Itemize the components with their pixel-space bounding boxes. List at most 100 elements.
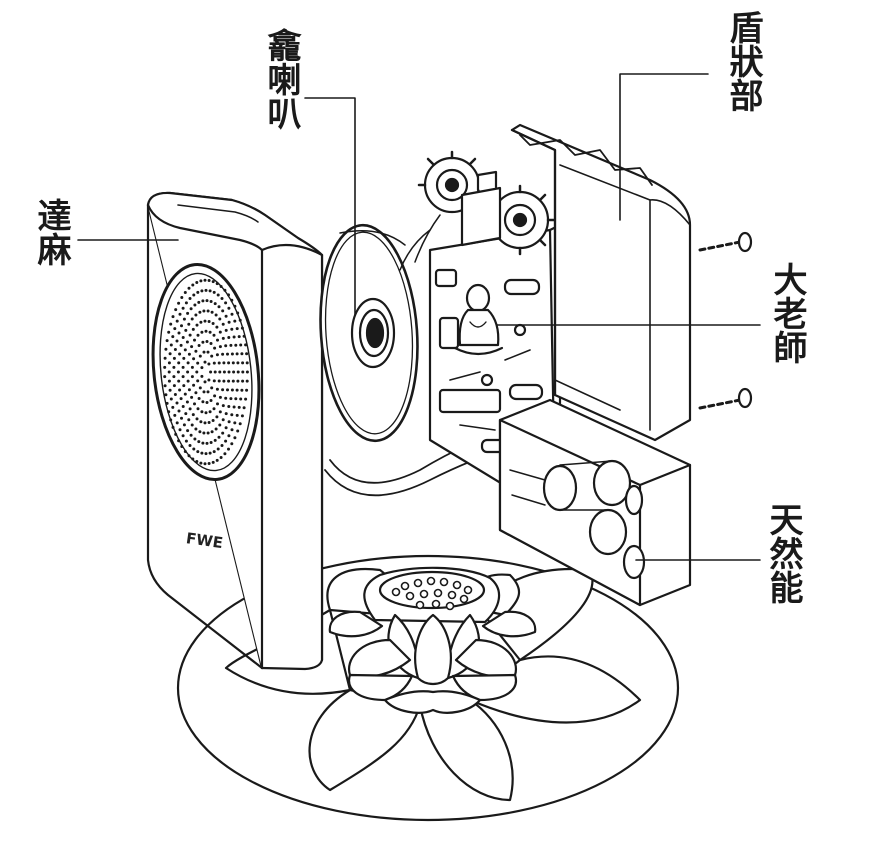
front-cover: FWE (146, 191, 324, 671)
grille-dot (209, 370, 213, 374)
grille-dot (190, 375, 194, 379)
grille-dot (245, 352, 249, 356)
grille-dot (220, 297, 224, 300)
grille-dot (230, 327, 234, 331)
grille-dot (196, 407, 200, 411)
grille-dot (229, 397, 233, 401)
grille-dot (197, 344, 201, 347)
grille-dot (197, 397, 201, 400)
grille-dot (196, 361, 200, 365)
grille-dot (180, 296, 184, 299)
grille-dot (235, 352, 239, 356)
grille-dot (230, 298, 234, 302)
label-shield: 盾狀部 (723, 10, 763, 112)
grille-dot (207, 362, 211, 366)
grille-dot (190, 395, 194, 399)
grille-dot (205, 340, 209, 343)
grille-dot (232, 405, 236, 409)
grille-dot (241, 361, 245, 365)
grille-dot (232, 370, 236, 374)
grille-dot (177, 409, 181, 413)
grille-dot (199, 420, 203, 424)
grille-dot (174, 432, 178, 436)
grille-dot (203, 380, 207, 384)
grille-dot (223, 452, 227, 456)
grille-dot (245, 379, 249, 383)
grille-dot (209, 399, 213, 402)
grille-dot (176, 370, 180, 374)
grille-dot (213, 394, 217, 398)
grille-dot (215, 415, 219, 419)
grille-dot (236, 370, 240, 374)
grille-dot (210, 386, 214, 390)
grille-dot (222, 379, 226, 383)
grille-dot (221, 322, 225, 326)
label-teacher: 大老師 (767, 262, 807, 364)
grille-dot (236, 361, 240, 365)
grille-dot (193, 437, 197, 441)
grille-dot (195, 281, 199, 284)
grille-dot (212, 379, 216, 383)
grille-dot (212, 333, 216, 337)
grille-dot (178, 428, 182, 432)
grille-dot (171, 425, 175, 429)
grille-dot (171, 405, 175, 409)
grille-dot (227, 336, 231, 339)
grille-dot (196, 290, 200, 294)
grille-dot (175, 401, 179, 405)
grille-dot (187, 454, 191, 458)
grille-dot (227, 370, 231, 374)
grille-dot (188, 444, 192, 447)
grille-dot (202, 390, 206, 394)
grille-dot (211, 322, 215, 325)
grille-dot (236, 429, 240, 433)
grille-dot (183, 348, 187, 352)
grille-dot (208, 451, 212, 455)
grille-dot (169, 418, 173, 422)
grille-dot (217, 361, 221, 365)
grille-dot (208, 330, 212, 334)
grille-dot (242, 406, 246, 410)
grille-dot (215, 282, 219, 286)
grille-dot (200, 366, 204, 370)
grille-dot (169, 343, 173, 347)
grille-dot (202, 350, 206, 354)
grille-dot (233, 319, 237, 323)
grille-dot (200, 451, 204, 455)
grille-dot (238, 422, 242, 426)
grille-dot (221, 418, 225, 422)
grille-dot (199, 279, 203, 283)
grille-dot (197, 300, 201, 304)
grille-dot (203, 319, 207, 323)
grille-dot (244, 397, 248, 401)
grille-dot (227, 306, 231, 310)
grille-dot (236, 311, 240, 315)
grille-dot (192, 383, 196, 387)
grille-dot (186, 361, 190, 365)
grille-dot (198, 386, 202, 390)
leader-lines (77, 73, 761, 561)
grille-dot (180, 416, 183, 420)
grille-dot (167, 370, 171, 374)
grille-dot (165, 339, 169, 343)
grille-dot (230, 413, 234, 417)
grille-dot (184, 439, 188, 443)
grille-dot (214, 313, 218, 317)
grille-dot (175, 319, 179, 323)
grille-dot (190, 317, 194, 321)
grille-dot (174, 308, 178, 312)
grille-dot (206, 431, 210, 435)
grille-dot (200, 410, 204, 414)
grille-dot (239, 397, 243, 401)
grille-dot (220, 444, 224, 447)
grille-dot (182, 356, 186, 360)
grille-dot (193, 338, 196, 342)
grille-dot (194, 313, 198, 317)
grille-dot (209, 441, 213, 444)
grille-dot (173, 327, 177, 331)
grille-dot (214, 427, 218, 431)
grille-dot (195, 417, 199, 421)
grille-dot (231, 379, 235, 383)
